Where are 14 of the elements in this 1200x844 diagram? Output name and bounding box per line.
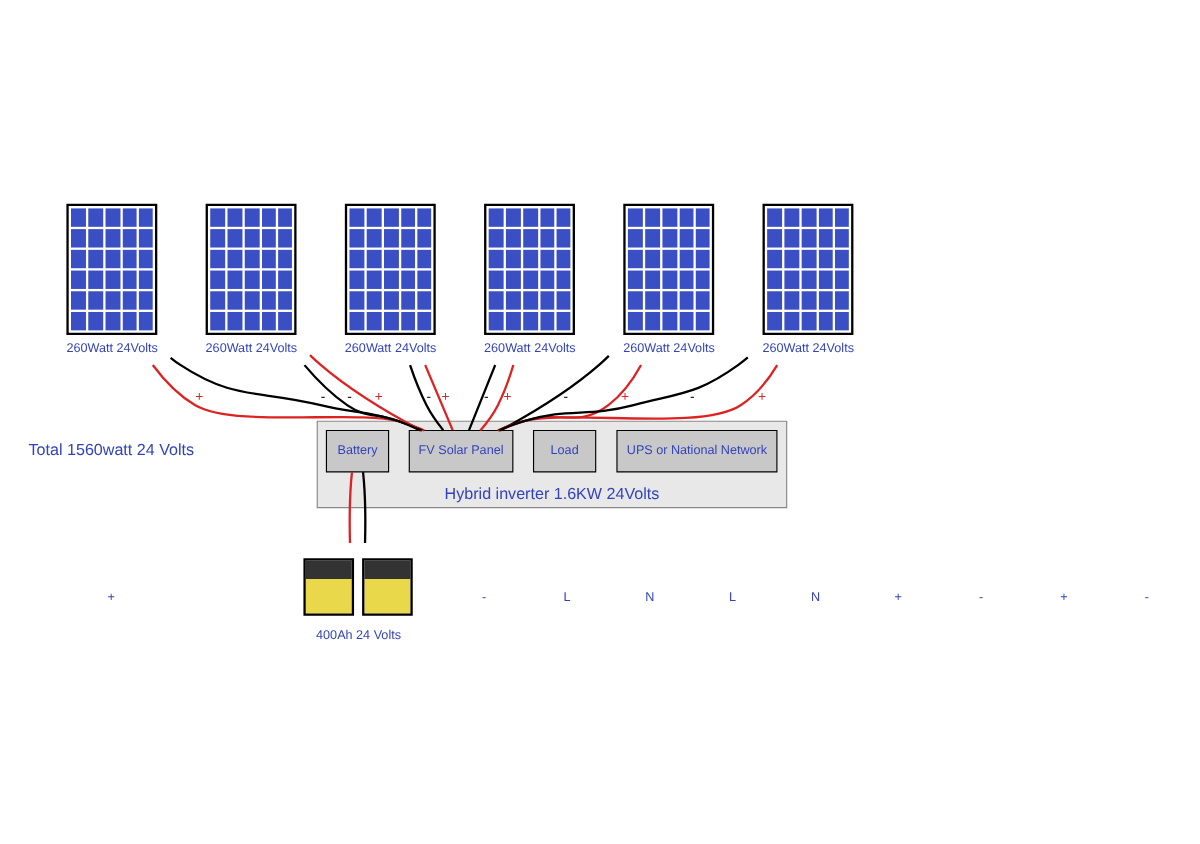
cluster: [316, 419, 788, 508]
connector: [497, 363, 779, 431]
connector: [151, 363, 425, 431]
connector: [169, 355, 423, 431]
connector: [309, 353, 422, 431]
connector: [303, 363, 422, 431]
connector: [361, 470, 367, 542]
connector: [498, 355, 749, 431]
connector: [348, 470, 354, 542]
connector: [467, 363, 497, 430]
connector: [479, 363, 515, 431]
connector: [499, 363, 643, 431]
connector: [424, 363, 454, 430]
connector: [409, 363, 445, 430]
